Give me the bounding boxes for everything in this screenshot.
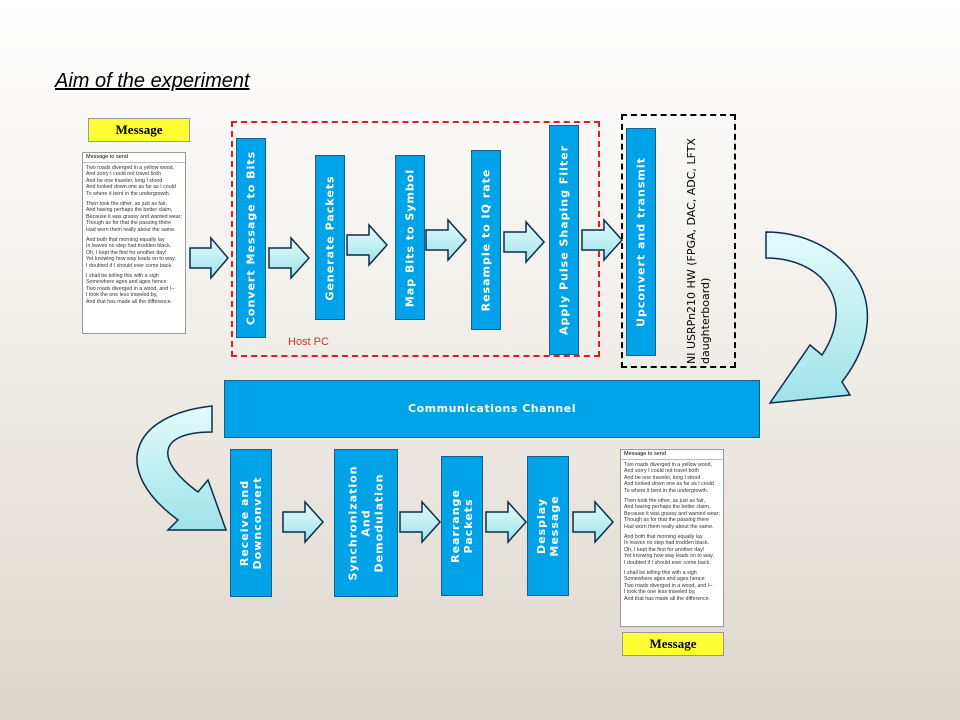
document-stanza: Two roads diverged in a yellow wood,And … [86,165,182,198]
document-line: I took the one less traveled by, [86,292,158,299]
document-line: Somewhere ages and ages hence: [624,576,706,583]
document-line: To where it bent in the undergrowth. [86,190,171,197]
flow-arrow [346,223,389,267]
document-line: To where it bent in the undergrowth. [624,487,709,494]
block-upconvert: Upconvert and transmit [626,128,656,356]
document-line: Yet knowing how way leads on to way, [86,256,176,263]
curved-arrow-right [765,231,869,404]
document-line: I took the one less traveled by, [624,589,696,596]
document-line: I shall be telling this with a sigh [86,272,159,279]
block-map-bits: Map Bits to Symbol [395,155,425,320]
document-stanza: Then took the other, as just as fair,And… [86,201,182,234]
document-line: I doubted if I should ever come back. [86,262,173,269]
document-line: In leaves no step had trodden black. [86,243,172,250]
document-line: Because it was grassy and wanted wear; [86,213,182,220]
flow-arrow [399,500,442,544]
document-line: Had worn them really about the same. [86,226,176,233]
flow-arrow [282,500,325,544]
flow-arrow [425,218,468,262]
document-line: And be one traveler, long I stood [624,474,701,481]
document-line: Had worn them really about the same. [624,523,714,530]
document-stanza: Two roads diverged in a yellow wood,And … [624,462,720,495]
document-line: And that has made all the difference. [624,595,711,602]
document-line: Because it was grassy and wanted wear; [624,510,720,517]
flow-arrow [503,220,546,264]
communications-channel: Communications Channel [224,380,760,438]
document-line: In leaves no step had trodden black. [624,540,710,547]
document-line: And looked down one as far as I could [86,184,176,191]
document-line: Then took the other, as just as fair, [624,497,705,504]
document-line: And having perhaps the better claim, [86,207,173,214]
document-line: Somewhere ages and ages hence: [86,279,168,286]
host-pc-label: Host PC [288,336,329,348]
flow-arrow [268,236,311,280]
document-line: Two roads diverged in a yellow wood, [86,164,175,171]
document-line: Then took the other, as just as fair, [86,200,167,207]
document-line: And having perhaps the better claim, [624,504,711,511]
block-display: Desplay Message [527,456,569,596]
document-line: And both that morning equally lay [624,533,703,540]
message-label-bottom: Message [622,632,724,656]
document-line: Oh, I kept the first for another day! [624,546,705,553]
document-line: Though as for that the passing there [86,220,172,227]
document-line: And that has made all the difference. [86,298,173,305]
flow-arrow [485,500,528,544]
document-header: Message to send [621,451,723,460]
document-line: And be one traveler, long I stood [86,177,163,184]
document-stanza: Then took the other, as just as fair,And… [624,498,720,531]
flow-arrow [581,218,624,262]
curved-arrow-left [136,405,228,531]
block-convert-message: Convert Message to Bits [236,138,266,338]
flow-arrow [572,500,615,544]
document-header: Message to send [83,154,185,163]
document-line: Two roads diverged in a wood, and I-- [86,285,175,292]
document-line: Though as for that the passing there [624,517,710,524]
block-resample: Resample to IQ rate [471,150,501,330]
document-line: I doubted if I should ever come back. [624,559,711,566]
page-title: Aim of the experiment [55,70,250,92]
document-line: Two roads diverged in a wood, and I-- [624,582,713,589]
flow-arrow [189,235,229,281]
block-generate-packets: Generate Packets [315,155,345,320]
document-line: Yet knowing how way leads on to way, [624,553,714,560]
block-pulse-filter: Apply Pulse Shaping Filter [549,125,579,355]
block-sync-demod: Synchronization And Demodulation [334,449,398,597]
document-line: And both that morning equally lay [86,236,165,243]
document-line: And sorry I could not travel both [624,468,699,475]
document-line: Oh, I kept the first for another day! [86,249,167,256]
document-line: And sorry I could not travel both [86,171,161,178]
message-label-top: Message [88,118,190,142]
document-line: I shall be telling this with a sigh [624,569,697,576]
block-rearrange: Rearrange Packets [441,456,483,596]
document-line: Two roads diverged in a yellow wood, [624,461,713,468]
block-receive: Receive and Downconvert [230,449,272,597]
document-line: And looked down one as far as I could [624,481,714,488]
